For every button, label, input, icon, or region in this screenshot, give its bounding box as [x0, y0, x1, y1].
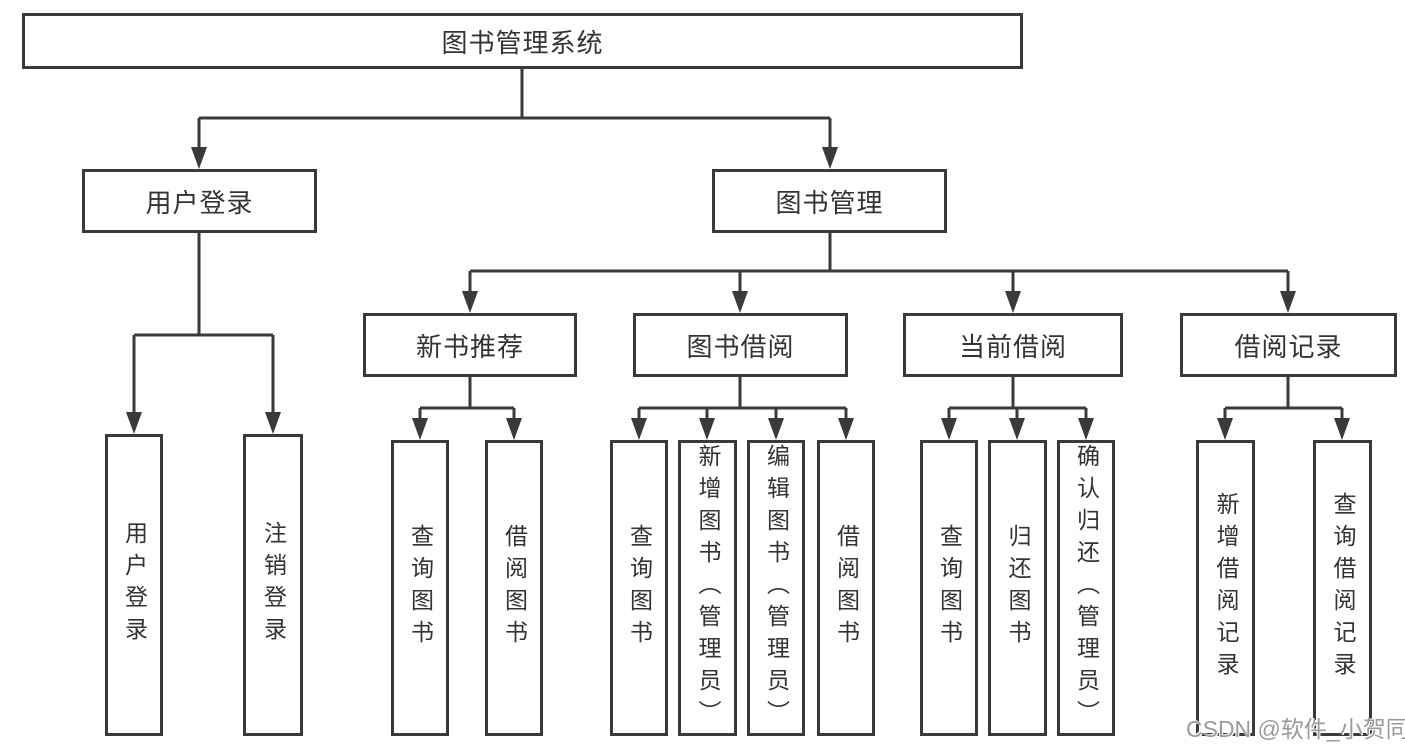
node-logout-leaf: 注销登录: [243, 434, 303, 736]
node-confirm-return-admin: 确认归还（管理员）: [1057, 440, 1115, 736]
node-add-books-admin: 新增图书（管理员）: [678, 440, 737, 736]
arrowhead-icon: [768, 418, 784, 440]
node-new-book-recommend: 新书推荐: [363, 313, 577, 377]
node-query-books-under-current: 查询图书: [920, 440, 978, 736]
node-add-borrow-record: 新增借阅记录: [1196, 440, 1255, 736]
arrowhead-icon: [1334, 418, 1350, 440]
node-book-borrow: 图书借阅: [633, 313, 848, 377]
arrowhead-icon: [1217, 418, 1233, 440]
arrowhead-icon: [732, 291, 748, 313]
arrowhead-icon: [126, 412, 142, 434]
arrowhead-icon: [412, 418, 428, 440]
node-query-books-under-recommend: 查询图书: [391, 440, 449, 736]
node-user-login-branch: 用户登录: [82, 169, 317, 233]
arrowhead-icon: [462, 291, 478, 313]
node-return-books: 归还图书: [988, 440, 1047, 736]
arrowhead-icon: [1280, 291, 1296, 313]
arrowhead-icon: [506, 418, 522, 440]
arrowhead-icon: [1078, 418, 1094, 440]
node-borrow-records: 借阅记录: [1180, 313, 1397, 377]
arrowhead-icon: [941, 418, 957, 440]
arrowhead-icon: [1005, 291, 1021, 313]
node-borrow-books-leaf: 借阅图书: [817, 440, 875, 736]
node-edit-books-admin: 编辑图书（管理员）: [747, 440, 805, 736]
node-borrow-books-under-recommend: 借阅图书: [485, 440, 543, 736]
arrowhead-icon: [1009, 418, 1025, 440]
arrowhead-icon: [191, 147, 207, 169]
arrowhead-icon: [822, 147, 838, 169]
connector-path: [132, 69, 1344, 421]
node-book-management-branch: 图书管理: [712, 169, 947, 233]
arrowhead-icon: [265, 412, 281, 434]
node-current-borrow: 当前借阅: [903, 313, 1123, 377]
arrowhead-icon: [838, 418, 854, 440]
watermark: CSDN @软件_小贺同学: [1186, 716, 1405, 742]
node-query-books-under-borrow: 查询图书: [610, 440, 668, 736]
node-query-borrow-record: 查询借阅记录: [1313, 440, 1372, 736]
node-root-system: 图书管理系统: [22, 13, 1023, 69]
node-user-login-leaf: 用户登录: [105, 434, 163, 736]
arrowhead-icon: [631, 418, 647, 440]
arrowhead-icon: [699, 418, 715, 440]
